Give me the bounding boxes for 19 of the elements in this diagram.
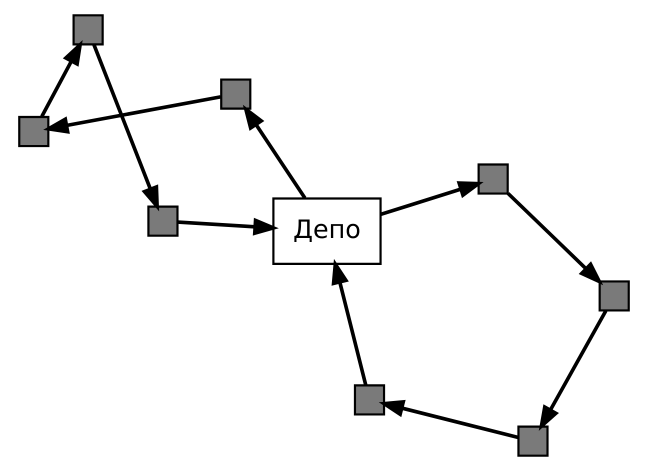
arrow (380, 181, 484, 216)
node-box (220, 78, 252, 110)
node-box (18, 116, 50, 148)
arrow (538, 310, 608, 431)
node-box (598, 280, 630, 312)
arrow (242, 104, 306, 199)
node-box (517, 426, 549, 457)
node-box (72, 14, 104, 46)
arrow (378, 400, 518, 440)
arrow (506, 192, 604, 286)
arrow (177, 218, 279, 236)
arrow (332, 258, 368, 386)
node-box: Депо (272, 197, 382, 265)
node-box (354, 384, 386, 416)
node-box (147, 206, 179, 237)
node-box (478, 163, 509, 195)
arrow (43, 95, 221, 134)
arrow (92, 44, 160, 212)
arrow (40, 40, 83, 118)
